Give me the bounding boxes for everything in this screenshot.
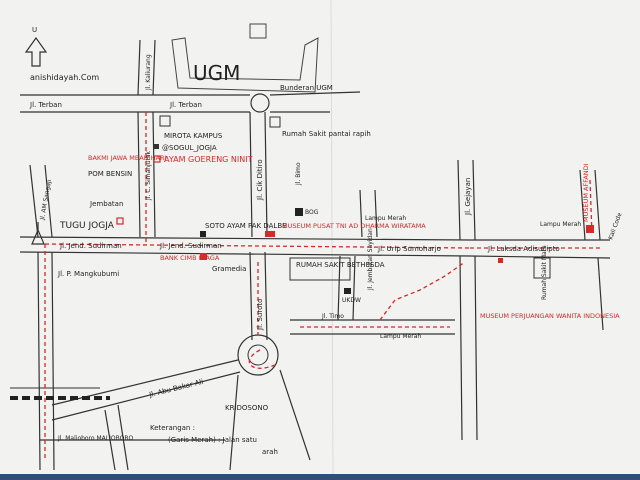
- north-arrow-icon: [24, 36, 48, 67]
- road-timo: Jl. Timo: [321, 313, 344, 320]
- ugm-label: UGM: [193, 61, 240, 85]
- pantirapih-marker: [269, 116, 281, 128]
- place-bakmi: BAKMI JAWA MBAH HARJ: [88, 154, 167, 162]
- ugm-campus-icon: [171, 23, 319, 93]
- place-museum-perjuangan: MUSEUM PERJUANGAN WANITA INDONESIA: [480, 312, 620, 320]
- museum-affandi-marker: [586, 225, 594, 233]
- place-bunderan: Bunderan UGM: [280, 84, 333, 92]
- bog-marker: [295, 208, 303, 216]
- north-label: U: [32, 26, 37, 34]
- soto-ayam-marker: [200, 231, 206, 237]
- place-jembatan: Jembatan: [89, 200, 123, 208]
- road-kaliurang: Jl. Kaliurang: [145, 54, 152, 91]
- place-sogul: @SOGUL_JOGJA: [162, 144, 217, 152]
- legend-line2: arah: [262, 448, 278, 456]
- place-lampu2: Lampu Merah: [380, 333, 421, 340]
- legend-title: Keterangan :: [150, 424, 195, 432]
- road-p-mangkubumi: Jl. P. Mangkubumi: [57, 270, 119, 278]
- road-urip-sumoharjo: Jl. Urip Sumoharjo: [377, 245, 441, 253]
- road-laksda-adisucipto: Jl. Laksda Adisucipto: [487, 245, 560, 253]
- ukdw-marker: [344, 288, 351, 294]
- place-lampu3: Lampu Merah: [540, 221, 581, 228]
- museum-pusat-marker: [265, 231, 275, 237]
- road-jembatan-sayidan: Jl. Jembatan Sayidan: [367, 228, 374, 291]
- one-way-route: [44, 112, 600, 460]
- place-ayam-goreng: AYAM GOERENG NINIT: [164, 155, 253, 164]
- place-museum-affandi: MUSEUM AFFANDI: [582, 163, 590, 222]
- ayam-goreng-marker: [153, 155, 161, 163]
- place-rumah-sakit: RUMAH SAKIT BETHESDA: [296, 261, 385, 269]
- place-pom-bensin: POM BENSIN: [88, 170, 132, 178]
- place-lampu1: Lampu Merah: [365, 215, 406, 222]
- road-sudirman-west: Jl. Jend. Sudirman: [59, 242, 122, 250]
- sogul-marker: [154, 144, 159, 149]
- bank-cimb-marker: [200, 253, 207, 260]
- mirota-marker: [159, 115, 171, 127]
- place-rs-mata: Rumah Sakit Mata: [541, 245, 548, 300]
- road-terban-east: Jl. Terban: [169, 101, 202, 109]
- road-network: [10, 39, 611, 471]
- road-gejayan: Jl. Gejayan: [464, 178, 472, 216]
- road-cik-ditiro: Jl. Cik Ditiro: [256, 159, 264, 201]
- place-tugu: TUGU JOGJA: [59, 221, 115, 231]
- paper-fold: [330, 0, 334, 475]
- road-terban-west: Jl. Terban: [29, 101, 62, 109]
- site-label: anishidayah.Com: [30, 73, 99, 82]
- place-mirota: MIROTA KAMPUS: [164, 132, 223, 140]
- rs-mata-marker: [533, 257, 551, 279]
- road-bimo: Jl. Bimo: [295, 162, 302, 186]
- jembatan-marker: [116, 217, 124, 225]
- place-ukdw: UKDW: [342, 297, 361, 304]
- place-bog: BOG: [305, 209, 319, 216]
- place-bank-cimb: BANK CIMB NIAGA: [160, 254, 220, 262]
- road-malioboro: Jl. Malioboro MALIOBORO: [57, 435, 134, 442]
- place-museum-pusat: MUSEUM PUSAT TNI AD DHARMA WIRATAMA: [282, 222, 426, 230]
- place-gramedia: Gramedia: [212, 265, 246, 273]
- legend-line1: (Garis Merah) : Jalan satu: [168, 436, 257, 444]
- road-c-simanjuntak: Jl. C. Simanjutak: [145, 150, 152, 201]
- road-suroto: Jl. Suroto: [256, 299, 264, 331]
- tugu-icon: [31, 222, 45, 245]
- road-sudirman-east: Jl. Jend. Sudirman: [159, 242, 222, 250]
- place-soto-ayam: SOTO AYAM PAK DALBE: [205, 222, 287, 230]
- bethesda-marker: [289, 257, 351, 281]
- place-kridosono: KRIDOSONO: [225, 404, 269, 412]
- place-pantirapih: Rumah Sakit pantai rapih: [282, 130, 371, 138]
- museum-perjuangan-marker: [498, 258, 503, 263]
